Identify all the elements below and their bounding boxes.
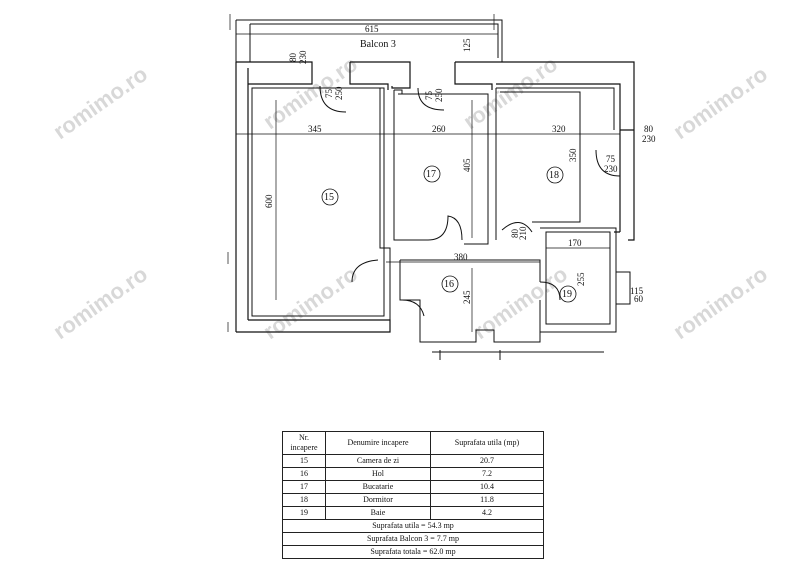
room-18 — [495, 87, 615, 240]
table-row: 16 Hol 7.2 — [282, 467, 544, 481]
dim-door3-w: 75 — [606, 154, 616, 164]
dim-door2-w: 75 — [424, 91, 434, 101]
dim-balcony-depth: 125 — [462, 38, 472, 52]
room-16 — [399, 259, 604, 360]
dim-hall-w: 380 — [454, 252, 468, 262]
summary-row: Suprafata Balcon 3 = 7.7 mp — [282, 532, 544, 546]
dim-right-80: 80 — [644, 124, 654, 134]
watermark: romimo.ro — [49, 261, 152, 344]
floor-plan: romimo.ro romimo.ro romimo.ro romimo.ro … — [49, 14, 772, 360]
summary-totala: Suprafata totala = 62.0 mp — [282, 545, 544, 559]
cell-nr: 19 — [282, 506, 326, 520]
room-number-16: 16 — [444, 279, 454, 290]
dim-w18: 320 — [552, 124, 566, 134]
room-number-17: 17 — [426, 169, 436, 180]
dim-door1-w: 75 — [324, 89, 334, 99]
cell-nr: 17 — [282, 480, 326, 494]
header-suprafata: Suprafata utila (mp) — [430, 431, 544, 455]
watermark: romimo.ro — [259, 51, 362, 134]
cell-area: 20.7 — [430, 454, 544, 468]
dim-bath-h: 255 — [576, 272, 586, 286]
dim-door2-h: 250 — [434, 88, 444, 102]
room-17 — [393, 89, 489, 245]
room-15 — [251, 87, 391, 320]
room-number-18: 18 — [549, 170, 559, 181]
cell-name: Baie — [325, 506, 431, 520]
table-row: 15 Camera de zi 20.7 — [282, 454, 544, 468]
dim-bath-w: 170 — [568, 238, 582, 248]
cell-area: 4.2 — [430, 506, 544, 520]
cell-name: Dormitor — [325, 493, 431, 507]
room-19 — [540, 227, 631, 333]
table-row: 19 Baie 4.2 — [282, 506, 544, 520]
dim-door1-h: 250 — [334, 86, 344, 100]
dim-w17: 260 — [432, 124, 446, 134]
header-nr: Nr. incapere — [282, 431, 326, 455]
dim-w15: 345 — [308, 124, 322, 134]
dim-win-60: 60 — [634, 294, 644, 304]
dim-h15: 600 — [264, 194, 274, 208]
dim-small-230: 230 — [298, 50, 308, 64]
dim-h18: 350 — [568, 148, 578, 162]
outer-walls — [235, 61, 635, 333]
dimension-lines — [227, 14, 620, 332]
dim-door4-w: 80 — [510, 229, 520, 239]
area-table: Nr. incapere Denumire incapere Suprafata… — [282, 431, 544, 559]
dim-hall-h: 245 — [462, 290, 472, 304]
watermark: romimo.ro — [459, 51, 562, 134]
dim-door4-h: 210 — [518, 226, 528, 240]
cell-nr: 18 — [282, 493, 326, 507]
cell-area: 11.8 — [430, 493, 544, 507]
dim-small-80: 80 — [288, 53, 298, 63]
cell-name: Bucatarie — [325, 480, 431, 494]
cell-area: 7.2 — [430, 467, 544, 481]
dim-door3-h: 230 — [604, 164, 618, 174]
balcony — [235, 19, 503, 62]
dim-h17: 405 — [462, 158, 472, 172]
cell-name: Hol — [325, 467, 431, 481]
door-swings — [319, 85, 621, 317]
table-row: 17 Bucatarie 10.4 — [282, 480, 544, 494]
summary-row: Suprafata totala = 62.0 mp — [282, 545, 544, 559]
cell-nr: 15 — [282, 454, 326, 468]
room-number-15: 15 — [324, 192, 334, 203]
summary-balcon: Suprafata Balcon 3 = 7.7 mp — [282, 532, 544, 546]
dim-win-115: 115 — [630, 286, 644, 296]
table-row: 18 Dormitor 11.8 — [282, 493, 544, 507]
room-markers: 15 17 18 16 19 — [321, 165, 577, 303]
dim-top-width: 615 — [365, 24, 379, 34]
balcony-label: Balcon 3 — [360, 39, 396, 50]
summary-row: Suprafata utila = 54.3 mp — [282, 519, 544, 533]
watermark: romimo.ro — [669, 261, 772, 344]
summary-utila: Suprafata utila = 54.3 mp — [282, 519, 544, 533]
room-number-19: 19 — [562, 289, 572, 300]
dim-right-230: 230 — [642, 134, 656, 144]
cell-nr: 16 — [282, 467, 326, 481]
table-header-row: Nr. incapere Denumire incapere Suprafata… — [282, 431, 544, 455]
header-denumire: Denumire incapere — [325, 431, 431, 455]
cell-name: Camera de zi — [325, 454, 431, 468]
watermark: romimo.ro — [669, 61, 772, 144]
cell-area: 10.4 — [430, 480, 544, 494]
watermark: romimo.ro — [49, 61, 152, 144]
